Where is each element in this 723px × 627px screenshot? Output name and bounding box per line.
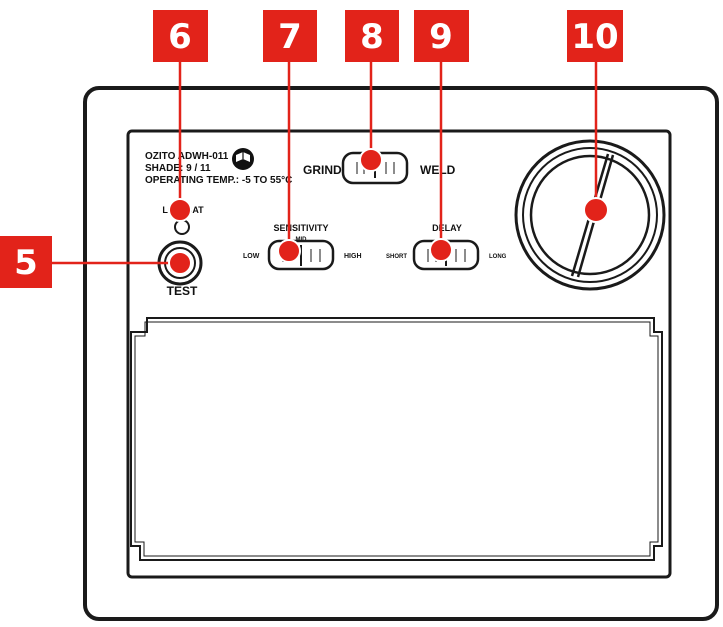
callout-9: 9 — [414, 10, 469, 62]
callout-dot-9 — [429, 238, 453, 262]
operating-temp-text: OPERATING TEMP.: -5 TO 55°C — [145, 175, 292, 186]
callout-6: 6 — [153, 10, 208, 62]
lens-window — [130, 317, 663, 561]
leader-dots — [168, 148, 609, 275]
svg-text:5: 5 — [14, 243, 38, 283]
low-bat-led — [174, 219, 190, 235]
delay-title: DELAY — [432, 223, 462, 233]
delay-long-label: LONG — [489, 254, 507, 260]
callout-dot-7 — [277, 239, 301, 263]
callout-10: 10 — [567, 10, 623, 62]
test-label: TEST — [167, 284, 198, 298]
model-text: OZITO ADWH-011 — [145, 151, 229, 162]
callout-dot-8 — [359, 148, 383, 172]
svg-text:7: 7 — [278, 17, 302, 57]
svg-text:8: 8 — [360, 17, 384, 57]
svg-text:9: 9 — [429, 17, 453, 57]
callout-5: 5 — [0, 236, 52, 288]
outer-housing — [83, 86, 719, 621]
sensitivity-title: SENSITIVITY — [273, 223, 328, 233]
sensitivity-low-label: LOW — [243, 253, 260, 260]
svg-text:6: 6 — [168, 17, 192, 57]
shade-text: SHADE: 9 / 11 — [145, 163, 211, 174]
callout-dot-6 — [168, 198, 192, 222]
grind-label: GRIND — [303, 163, 342, 177]
svg-text:10: 10 — [571, 17, 618, 57]
callout-dot-5 — [168, 251, 192, 275]
sensitivity-high-label: HIGH — [344, 253, 362, 260]
callout-dot-10 — [583, 197, 609, 223]
lens-inner-outline — [134, 321, 659, 557]
weld-label: WELD — [420, 163, 456, 177]
delay-short-label: SHORT — [386, 254, 407, 260]
manual-book-icon — [232, 148, 254, 170]
callout-8: 8 — [345, 10, 399, 62]
leader-lines — [50, 60, 598, 265]
callout-7: 7 — [263, 10, 317, 62]
control-panel — [126, 129, 672, 579]
